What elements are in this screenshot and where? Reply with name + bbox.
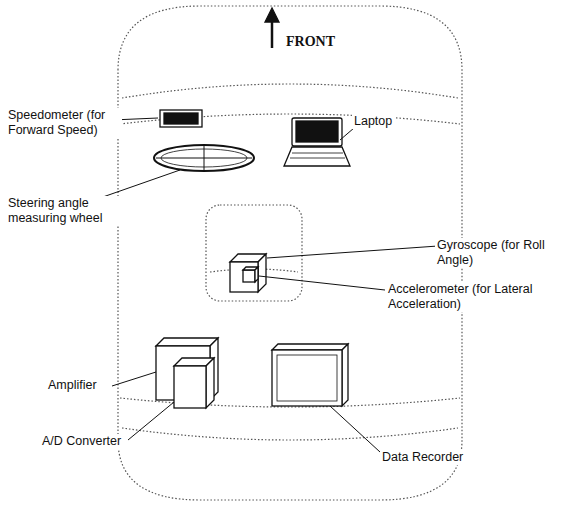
front-arrow-head <box>265 8 279 22</box>
laptop-screen <box>292 118 342 146</box>
accelerometer-box <box>243 270 255 282</box>
leader-line <box>112 372 156 386</box>
gyroscope-box <box>230 262 258 292</box>
leader-line <box>340 128 354 140</box>
laptop-keys <box>292 153 343 154</box>
speedometer-display <box>164 113 198 124</box>
amplifier-top <box>156 338 218 346</box>
seat-outline <box>206 205 302 301</box>
data-recorder-side <box>342 344 348 406</box>
car-outline <box>118 6 462 500</box>
part-label: Accelerometer (for Lateral Acceleration) <box>386 282 550 312</box>
leader-line <box>267 246 438 258</box>
speedometer <box>160 110 202 127</box>
steering-wheel <box>154 145 254 171</box>
part-label: Data Recorder <box>380 450 465 465</box>
leader-line <box>259 276 385 290</box>
data-recorder-face <box>277 355 337 401</box>
part-label: Amplifier <box>46 378 99 393</box>
ad-converter-box <box>174 366 206 408</box>
part-label: Speedometer (for Forward Speed) <box>6 108 122 138</box>
part-label: A/D Converter <box>40 434 123 449</box>
rear-window-line <box>122 428 458 440</box>
gyroscope-side <box>258 254 266 292</box>
dashboard-line <box>120 114 460 124</box>
leader-line <box>100 170 180 198</box>
part-label: Steering angle measuring wheel <box>6 196 122 226</box>
ad-converter-side <box>206 358 214 408</box>
laptop-keys <box>290 158 345 159</box>
part-label: Laptop <box>352 114 394 129</box>
leader-line <box>330 406 380 452</box>
part-label: Gyroscope (for Roll Angle) <box>435 238 567 268</box>
front-arrow <box>271 20 274 48</box>
laptop-display <box>296 121 338 142</box>
laptop-keyboard <box>284 147 350 166</box>
leader-line <box>128 402 174 440</box>
data-recorder-box <box>272 350 342 406</box>
direction-label: FRONT <box>284 34 337 51</box>
accelerometer-side <box>255 267 258 282</box>
windshield-line <box>122 84 458 98</box>
data-recorder-top <box>272 344 348 350</box>
steering-spoke <box>204 145 205 171</box>
